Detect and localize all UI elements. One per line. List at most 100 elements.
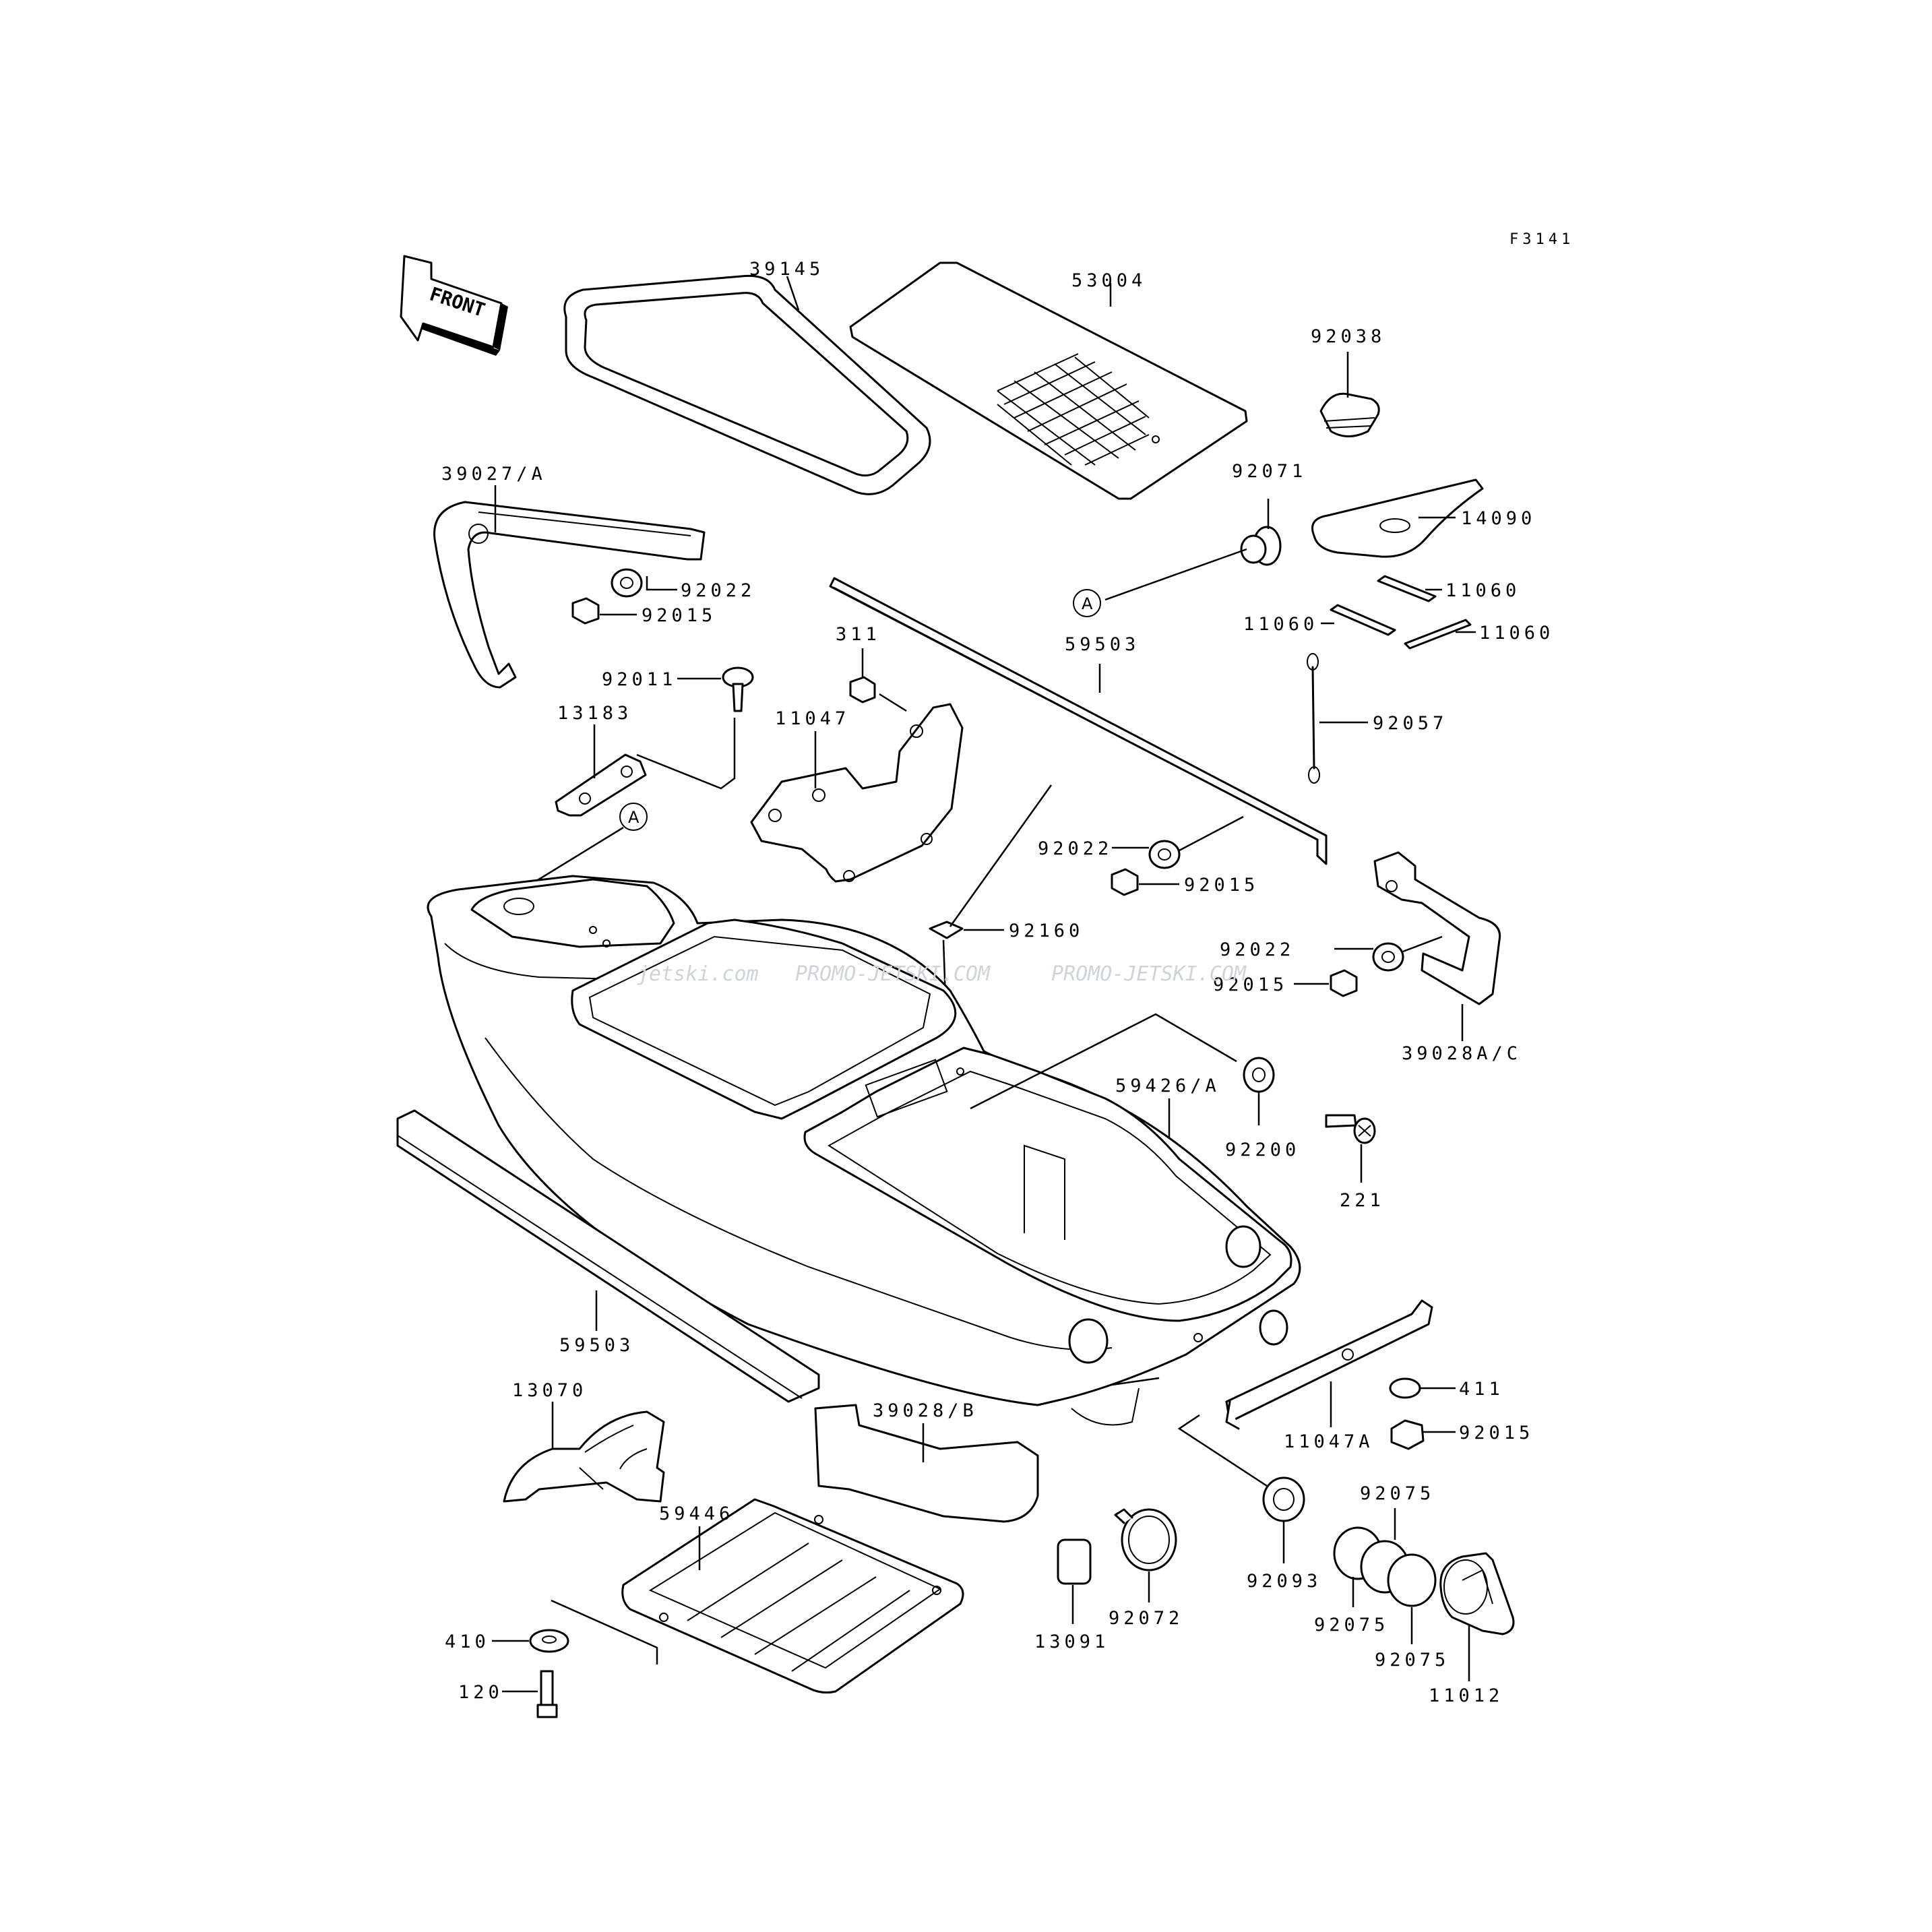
part-11060-strip-2 [1330,604,1396,636]
part-53004-mat [849,261,1248,500]
leader-11047a-hull [1111,1377,1160,1386]
part-39027a-handle [433,501,706,689]
part-13091-plug [1057,1538,1092,1585]
part-92057-wire [1307,653,1320,784]
label-39027a: 39027/A [441,464,547,485]
label-120: 120 [458,1682,503,1703]
label-59446: 59446 [659,1503,734,1524]
label-13091: 13091 [1034,1631,1109,1652]
part-11012-cap [1439,1552,1515,1635]
label-13183: 13183 [557,703,632,724]
part-92071-grommet [1240,526,1282,566]
label-92015-4: 92015 [1459,1423,1534,1443]
part-39028b-pad [814,1404,1039,1523]
part-11047-bracket [750,703,964,883]
label-92038: 92038 [1311,326,1385,347]
leader-92022-2-rail [1179,815,1244,852]
part-59503-rail-lower [396,1109,820,1403]
label-92075-1: 92075 [1360,1483,1435,1504]
label-92011: 92011 [602,669,677,690]
part-11047a-bracket [1225,1299,1433,1430]
watermark-left: jetski.com [637,962,759,986]
label-92022-1: 92022 [681,580,755,601]
label-92075-3: 92075 [1375,1650,1450,1671]
label-92022-2: 92022 [1038,838,1113,859]
part-59503-rail-upper [829,577,1328,865]
watermark-middle: PROMO-JETSKI.COM [795,962,991,986]
part-92011-bolt [722,666,754,712]
mat-grip-pattern [997,353,1150,466]
part-92022-washer-3 [1372,942,1404,972]
front-arrow-icon: FRONT [400,255,508,356]
label-59503-1: 59503 [1065,634,1140,655]
part-311-nut [849,676,876,704]
leader-hull-right [970,1013,1237,1110]
watermark-right: PROMO-JETSKI.COM [1051,962,1247,986]
label-92075-2: 92075 [1314,1615,1389,1635]
part-120-bolt [536,1670,558,1718]
label-92015-1: 92015 [642,605,716,626]
leader-410-grate [551,1599,658,1664]
a-ref-circle-2 [619,803,648,831]
part-221-screw [1325,1114,1376,1144]
part-92022-washer-1 [611,568,643,598]
leader-92093-hull [1177,1414,1268,1487]
leader-hull-bracket [949,784,1053,927]
label-92071: 92071 [1232,461,1307,482]
part-92015-nut-4 [1390,1419,1425,1450]
label-39145: 39145 [749,259,824,280]
part-59446-grate [621,1498,964,1694]
leader-a-ref-1 [1104,548,1247,601]
label-92072: 92072 [1109,1608,1183,1629]
label-311: 311 [836,624,881,645]
part-39145-seal-frame [563,274,931,495]
a-ref-circle-1 [1073,589,1101,617]
label-39028b: 39028/B [873,1400,978,1421]
part-92015-nut-3 [1330,969,1358,997]
label-92160: 92160 [1009,921,1084,941]
label-92022-3: 92022 [1220,939,1295,960]
leader-92022-3-handle [1402,935,1443,953]
label-11047: 11047 [775,708,850,729]
part-92015-nut-1 [571,597,600,625]
label-11060-2: 11060 [1243,614,1318,635]
label-59503-2: 59503 [559,1335,634,1356]
part-92022-washer-2 [1148,840,1181,869]
part-59426a-hull [427,875,1301,1426]
part-11060-strip-1 [1377,575,1437,602]
part-11060-strip-3 [1404,619,1472,650]
figure-code: F3141 [1509,231,1574,248]
part-92160-clip [929,921,964,939]
part-92072-clamp [1114,1508,1177,1571]
label-221: 221 [1340,1190,1385,1211]
label-411: 411 [1459,1379,1504,1400]
label-410: 410 [445,1631,490,1652]
part-39028ac-rear-handle [1373,851,1501,1005]
label-11060-1: 11060 [1445,580,1520,601]
leader-92022-1 [646,576,677,591]
part-13070-duct [503,1410,665,1503]
part-92038-cap [1319,392,1380,437]
leader-39145 [786,276,800,311]
leader-311-bracket [879,693,907,712]
part-92015-nut-2 [1111,868,1139,896]
label-59426a: 59426/A [1115,1076,1220,1096]
part-92200-seal [1243,1057,1275,1093]
label-92093: 92093 [1247,1571,1321,1592]
label-92015-2: 92015 [1184,875,1259,896]
leader-13183-bolt [636,718,736,790]
label-11060-3: 11060 [1479,623,1554,644]
part-410-washer [529,1629,569,1653]
part-92093-seal [1262,1476,1305,1522]
label-11012: 11012 [1429,1685,1503,1706]
a-ref-2: A [628,808,640,827]
part-13183-plate [555,753,647,817]
label-53004: 53004 [1071,270,1146,291]
label-14090: 14090 [1461,508,1536,529]
label-39028ac: 39028A/C [1402,1043,1522,1064]
label-92015-3: 92015 [1213,974,1288,995]
label-92057: 92057 [1373,713,1447,734]
label-13070: 13070 [512,1380,587,1401]
